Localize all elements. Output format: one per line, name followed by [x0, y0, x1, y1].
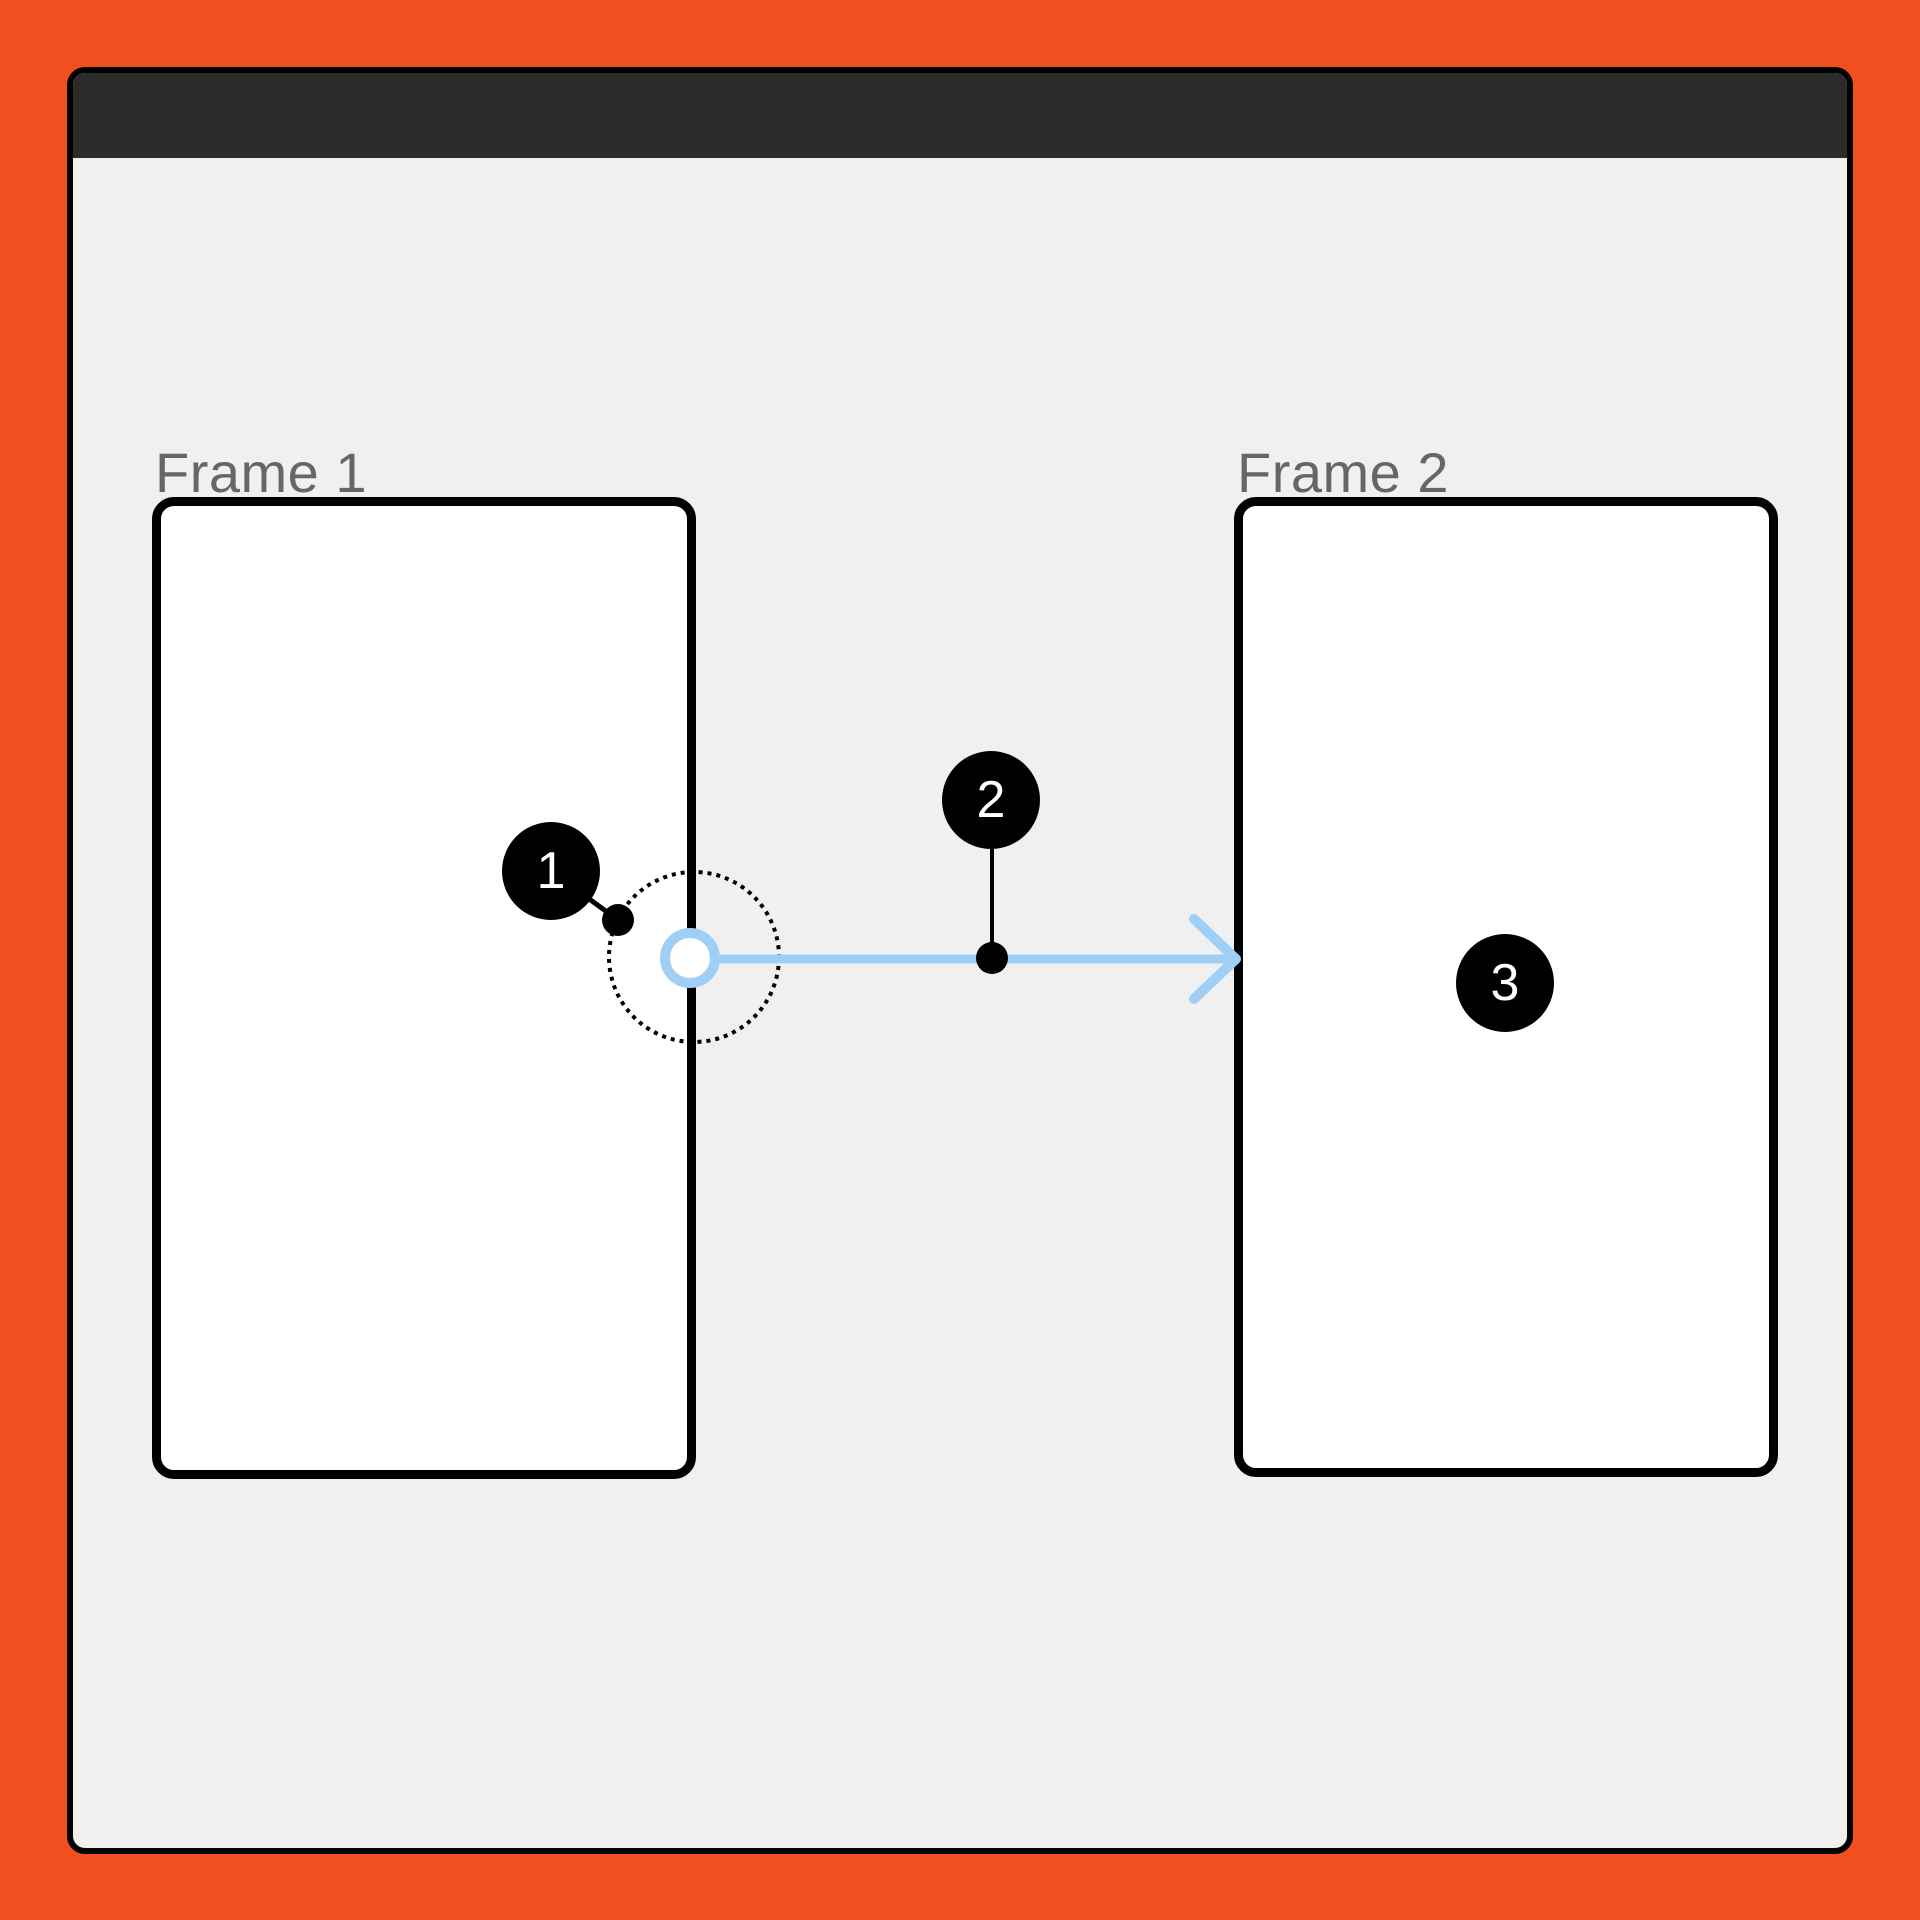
frame-2-label: Frame 2	[1237, 441, 1449, 504]
callout-badge-2: 2	[942, 751, 1040, 849]
callout-badge-3: 3	[1456, 934, 1554, 1032]
frame-1[interactable]	[152, 497, 696, 1479]
arrowhead-icon	[1189, 914, 1241, 1004]
frame-1-label: Frame 1	[155, 441, 367, 504]
callout-1-dot	[602, 904, 634, 936]
title-bar	[73, 73, 1847, 158]
callout-badge-1: 1	[502, 822, 600, 920]
frame-2[interactable]	[1234, 497, 1778, 1477]
start-handle-ring[interactable]	[660, 928, 720, 988]
callout-2-dot	[976, 942, 1008, 974]
